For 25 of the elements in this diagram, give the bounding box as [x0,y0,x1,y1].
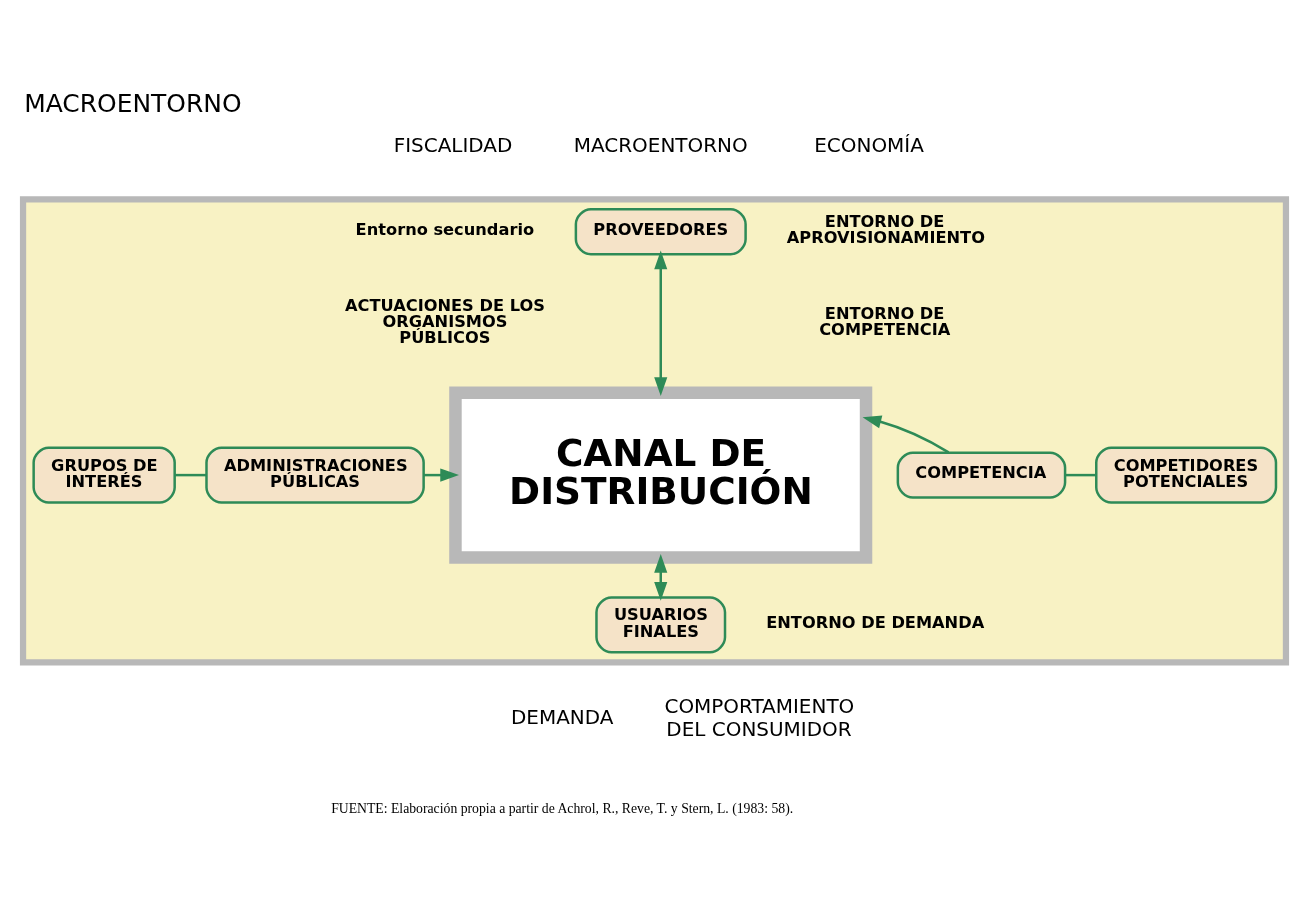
label: ENTORNO DE APROVISIONAMIENTO [786,212,985,248]
diagram-title: MACROENTORNO [24,88,242,118]
node-box: COMPETENCIA [896,451,1067,499]
connector [1065,473,1097,477]
label: Entorno secundario [355,219,535,239]
label: MACROENTORNO [573,132,748,157]
caption: FUENTE: Elaboración propia a partir de Achrol, R., Reve, T. y Stern, L. (1983: 58). [331,801,794,817]
node-box: ADMINISTRACIONES PÚBLICAS [205,446,425,504]
arrow [862,415,950,454]
label: COMPORTAMIENTO DEL CONSUMIDOR [664,694,855,741]
label: DEMANDA [510,705,614,730]
connector [175,473,207,477]
node-box: CANAL DE DISTRIBUCIÓN [449,386,873,564]
label: ENTORNO DE DEMANDA [766,612,985,632]
label: FISCALIDAD [393,132,513,157]
node-box: GRUPOS DE INTERÉS [32,446,176,504]
arrow [654,250,668,397]
label: ENTORNO DE COMPETENCIA [819,303,951,340]
node-box: USUARIOS FINALES [595,596,727,654]
label: ECONOMÍA [814,132,924,157]
cluster [19,196,1290,666]
arrow [654,553,668,601]
label: ACTUACIONES DE LOS ORGANISMOS PÚBLICOS [345,295,545,348]
node-box: PROVEEDORES [574,208,747,256]
node-box: COMPETIDORES POTENCIALES [1095,446,1278,504]
